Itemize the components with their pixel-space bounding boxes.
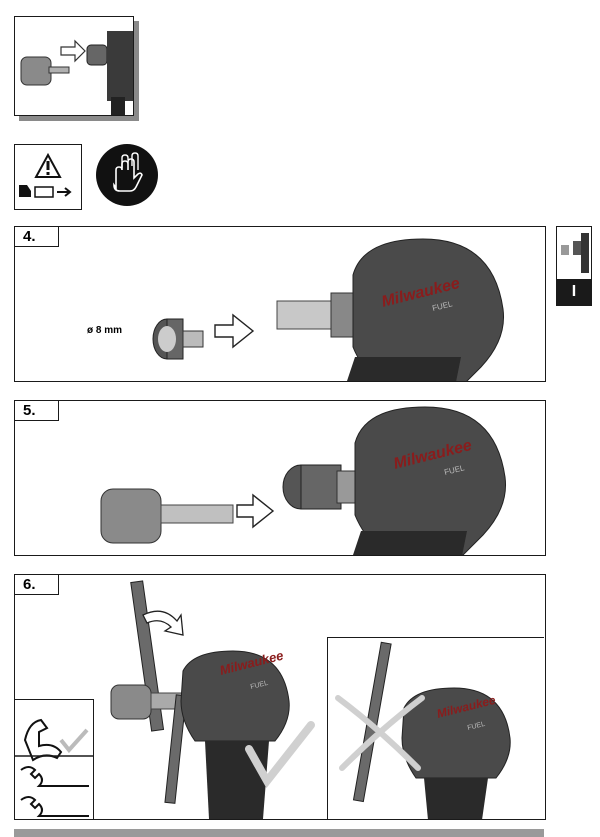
step-4-label: 4.	[15, 227, 59, 247]
brand-sub: FUEL	[467, 721, 486, 732]
top-inset-frame	[14, 16, 134, 116]
flex-arm-check-icon	[23, 718, 89, 762]
warning-triangle-icon	[34, 152, 62, 178]
step-6-panel: 6. Milwaukee FUEL	[14, 574, 546, 820]
grinding-bit	[100, 488, 234, 544]
die-grinder-tool	[180, 650, 290, 819]
step-5-label: 5.	[15, 401, 59, 421]
battery-remove-icon	[19, 185, 72, 198]
step-6-illustration: Milwaukee FUEL	[110, 580, 315, 819]
tool-icons-box	[15, 699, 94, 819]
cross-icon	[335, 695, 425, 771]
gloves-icon	[96, 144, 158, 206]
step-4-panel: 4. ø 8 mm Milwaukee FUEL	[14, 226, 546, 382]
die-grinder-tool	[282, 406, 507, 555]
step-5-panel: 5. Milwaukee FUEL	[14, 400, 546, 556]
language-letter: I	[557, 279, 591, 305]
incorrect-method-inset: Milwaukee FUEL	[327, 637, 544, 819]
insert-arrow-icon	[214, 313, 255, 349]
rotate-arrow-icon	[142, 610, 184, 636]
die-grinder-tool	[401, 687, 511, 819]
step-5-illustration: Milwaukee FUEL	[100, 406, 507, 555]
wrench-icon	[20, 766, 89, 817]
step-6-label: 6.	[15, 575, 59, 595]
footer-bar	[14, 829, 544, 837]
collet-dimension-label: ø 8 mm	[87, 325, 123, 336]
checkmark-icon	[245, 721, 315, 789]
collet-part	[152, 318, 204, 360]
die-grinder-tool	[276, 238, 505, 381]
tab-thumbnail	[561, 233, 589, 273]
insert-arrow-icon	[236, 493, 275, 529]
warning-box	[14, 144, 82, 210]
brand-sub: FUEL	[250, 680, 269, 691]
step-4-illustration: Milwaukee FUEL	[152, 238, 505, 381]
inset-illustration	[20, 31, 133, 115]
language-tab[interactable]: I	[556, 226, 592, 306]
